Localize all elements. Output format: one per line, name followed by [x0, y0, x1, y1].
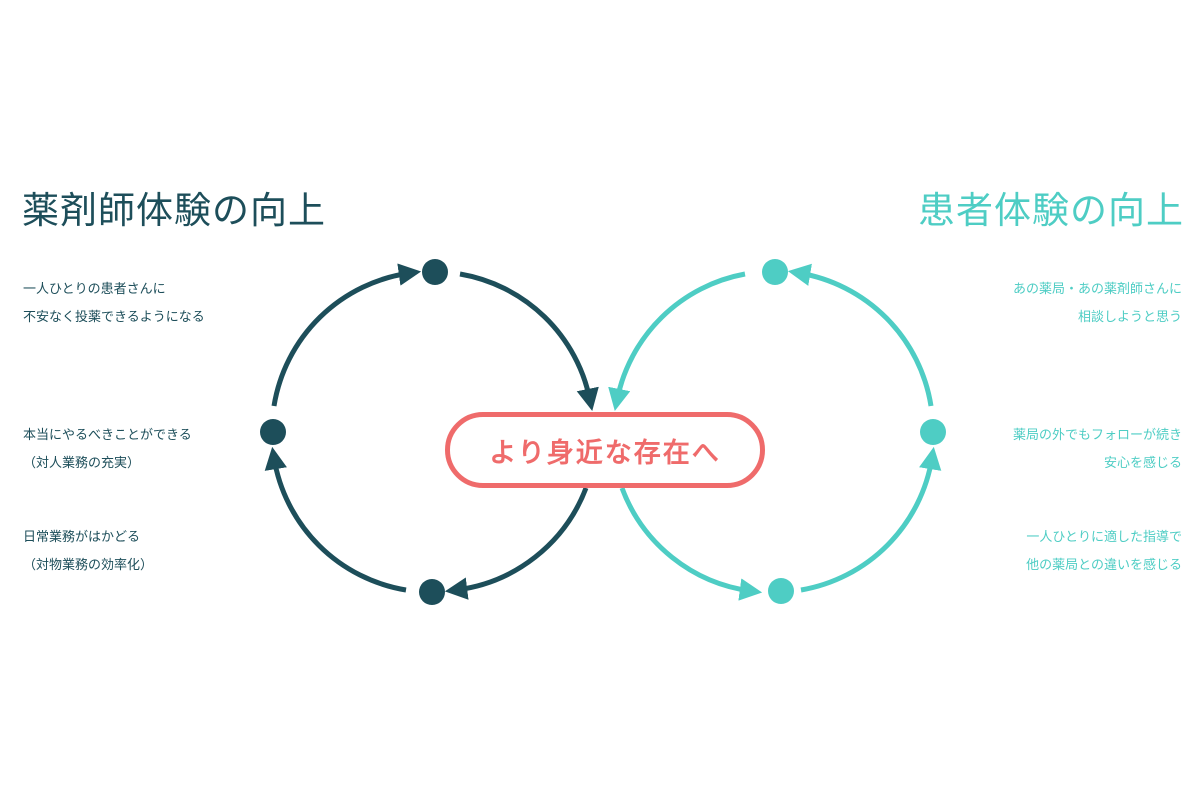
left-arc-top-left [271, 263, 422, 407]
left-loop [264, 263, 599, 600]
left-item-3: 日常業務がはかどる （対物業務の効率化） [23, 524, 153, 580]
left-arc-bottom-left [264, 446, 407, 593]
right-arc-bottom-right [800, 446, 942, 593]
right-item-3: 一人ひとりに適した指導で 他の薬局との違いを感じる [1026, 524, 1182, 580]
center-goal-label: より身近な存在へ [489, 437, 721, 469]
right-arc-top [608, 271, 746, 412]
left-item-1-line2: 不安なく投薬できるようになる [23, 310, 205, 325]
left-arc-bottom-right [444, 487, 589, 600]
right-item-1-line1: あの薬局・あの薬剤師さんに [1012, 282, 1182, 297]
right-item-1: あの薬局・あの薬剤師さんに 相談しようと思う [1013, 276, 1182, 332]
right-node-bottom [768, 578, 794, 604]
left-item-1-line1: 一人ひとりの患者さんに [23, 282, 166, 297]
left-node-left [260, 419, 286, 445]
left-item-2-line1: 本当にやるべきことができる [23, 428, 192, 443]
right-node-top [762, 259, 788, 285]
left-arc-top [459, 271, 599, 412]
right-item-3-line2: 他の薬局との違いを感じる [1026, 558, 1182, 573]
right-item-2-line2: 安心を感じる [1103, 456, 1182, 471]
left-node-top [422, 259, 448, 285]
right-item-2: 薬局の外でもフォローが続き 安心を感じる [1013, 422, 1182, 478]
left-item-3-line2: （対物業務の効率化） [23, 558, 154, 573]
right-item-2-line1: 薬局の外でもフォローが続き [1012, 428, 1182, 443]
left-title: 薬剤師体験の向上 [22, 189, 326, 232]
right-arc-top-right [787, 263, 934, 407]
right-item-3-line1: 一人ひとりに適した指導で [1026, 530, 1182, 545]
left-node-bottom [419, 579, 445, 605]
right-loop [608, 263, 942, 601]
left-item-2: 本当にやるべきことができる （対人業務の充実） [23, 422, 192, 478]
right-title: 患者体験の向上 [918, 189, 1184, 232]
center-goal-pill: より身近な存在へ [445, 412, 765, 488]
left-item-3-line1: 日常業務がはかどる [23, 530, 141, 545]
right-node-right [920, 419, 946, 445]
right-item-1-line2: 相談しようと思う [1077, 310, 1182, 325]
left-item-1: 一人ひとりの患者さんに 不安なく投薬できるようになる [23, 276, 205, 332]
right-arc-bottom-left [619, 487, 763, 601]
left-item-2-line2: （対人業務の充実） [23, 456, 141, 471]
